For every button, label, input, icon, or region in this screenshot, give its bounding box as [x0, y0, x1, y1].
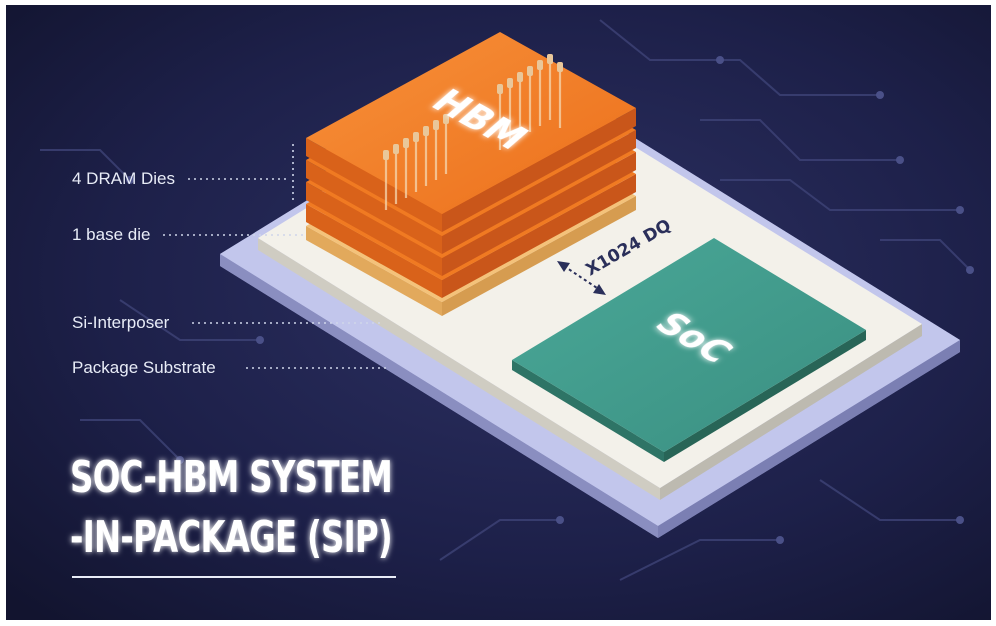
circuit-traces [40, 19, 971, 581]
diagram-title: SOC-HBM SYSTEM -IN-PACKAGE (SIP) [70, 452, 393, 563]
title-line-1: SOC-HBM SYSTEM [70, 452, 392, 503]
tsv-pillar-caps [383, 54, 563, 160]
soc-chip: SoC [512, 238, 866, 462]
callout-base-die-label: 1 base die [72, 225, 150, 244]
callout-interposer-label: Si-Interposer [72, 313, 170, 332]
tsv-pillars [384, 62, 562, 210]
callout-base-die: 1 base die [72, 225, 304, 244]
title-line-2: -IN-PACKAGE (SIP) [70, 512, 392, 563]
dq-bus-arrow [557, 261, 606, 295]
callout-substrate: Package Substrate [72, 358, 386, 377]
circuit-nodes [126, 56, 974, 544]
callout-interposer: Si-Interposer [72, 313, 384, 332]
hbm-stack [306, 32, 636, 316]
callout-dram-dies: 4 DRAM Dies [72, 144, 294, 204]
callout-substrate-label: Package Substrate [72, 358, 216, 377]
callout-dram-dies-label: 4 DRAM Dies [72, 169, 175, 188]
